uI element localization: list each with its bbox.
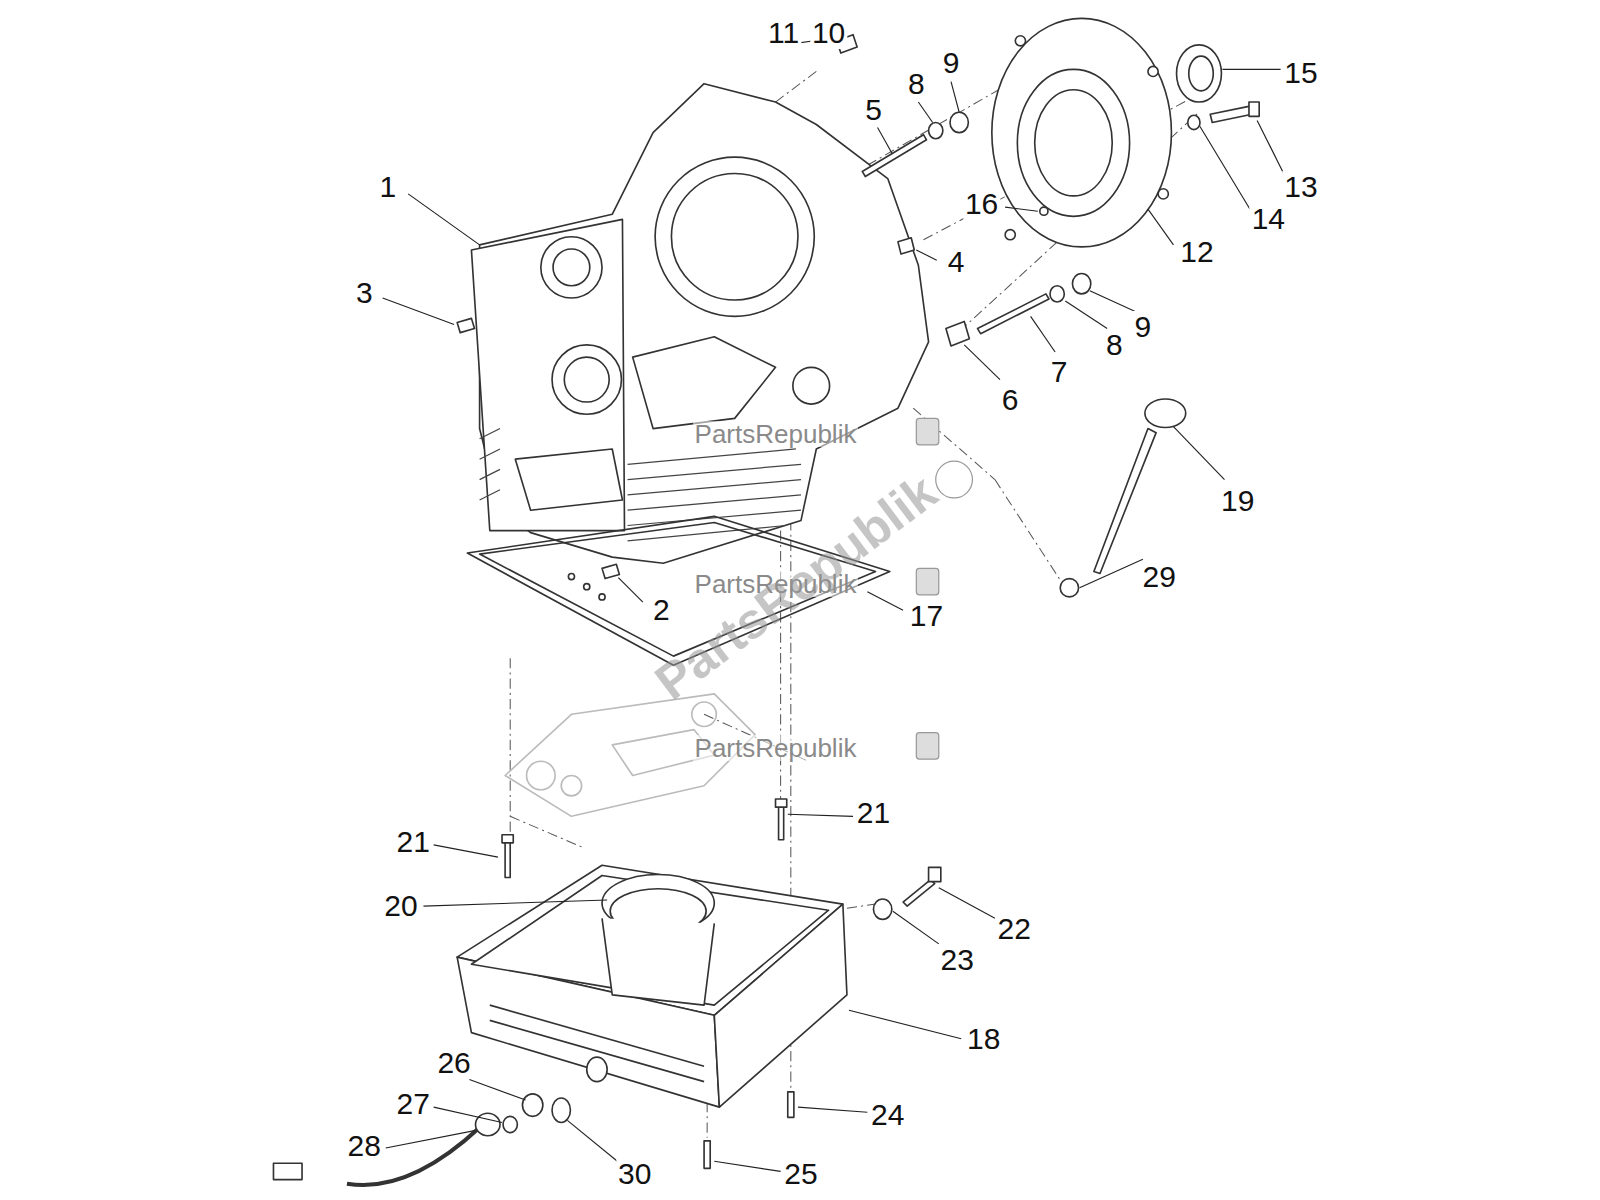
callout-number: 8 xyxy=(906,68,927,100)
callout-number: 17 xyxy=(908,600,945,632)
callout-number: 4 xyxy=(946,246,967,278)
callout-number: 30 xyxy=(616,1158,653,1190)
callout-number: 7 xyxy=(1049,356,1070,388)
callout-number: 11 xyxy=(766,17,801,49)
watermark-icon xyxy=(916,418,972,759)
callout-number: 13 xyxy=(1282,171,1319,203)
callout-number: 3 xyxy=(354,277,375,309)
callout-number: 5 xyxy=(863,94,884,126)
callout-number: 21 xyxy=(395,826,432,858)
small-parts xyxy=(273,35,1259,1185)
callout-number: 27 xyxy=(395,1088,432,1120)
callout-number: 19 xyxy=(1219,485,1256,517)
oil-seal xyxy=(1177,45,1222,102)
callout-number: 24 xyxy=(869,1099,906,1131)
callout-number: 15 xyxy=(1282,57,1319,89)
callout-number: 22 xyxy=(996,913,1033,945)
callout-number: 26 xyxy=(435,1047,472,1079)
dipstick xyxy=(1094,399,1186,573)
watermark: PartsRepublik xyxy=(693,421,859,447)
callout-number: 2 xyxy=(651,594,672,626)
callout-number: 14 xyxy=(1250,203,1287,235)
callout-number: 1 xyxy=(377,171,398,203)
callout-number: 20 xyxy=(382,890,419,922)
callout-number: 9 xyxy=(1133,311,1154,343)
callout-number: 6 xyxy=(1000,384,1021,416)
callout-number: 28 xyxy=(346,1130,383,1162)
callout-number: 18 xyxy=(965,1023,1002,1055)
leader-line xyxy=(383,39,1284,1172)
callout-number: 25 xyxy=(782,1158,819,1190)
watermark: PartsRepublik xyxy=(693,735,859,761)
callout-number: 16 xyxy=(963,188,1000,220)
callout-number: 29 xyxy=(1140,561,1177,593)
callout-number: 21 xyxy=(855,797,892,829)
crankcase xyxy=(471,84,928,564)
cover xyxy=(992,18,1172,247)
callout-number: 23 xyxy=(938,944,975,976)
oil-pan xyxy=(457,865,847,1107)
callout-number: 9 xyxy=(941,47,962,79)
callout-number: 12 xyxy=(1178,236,1215,268)
callout-number: 10 xyxy=(810,17,847,49)
callout-number: 8 xyxy=(1104,329,1125,361)
